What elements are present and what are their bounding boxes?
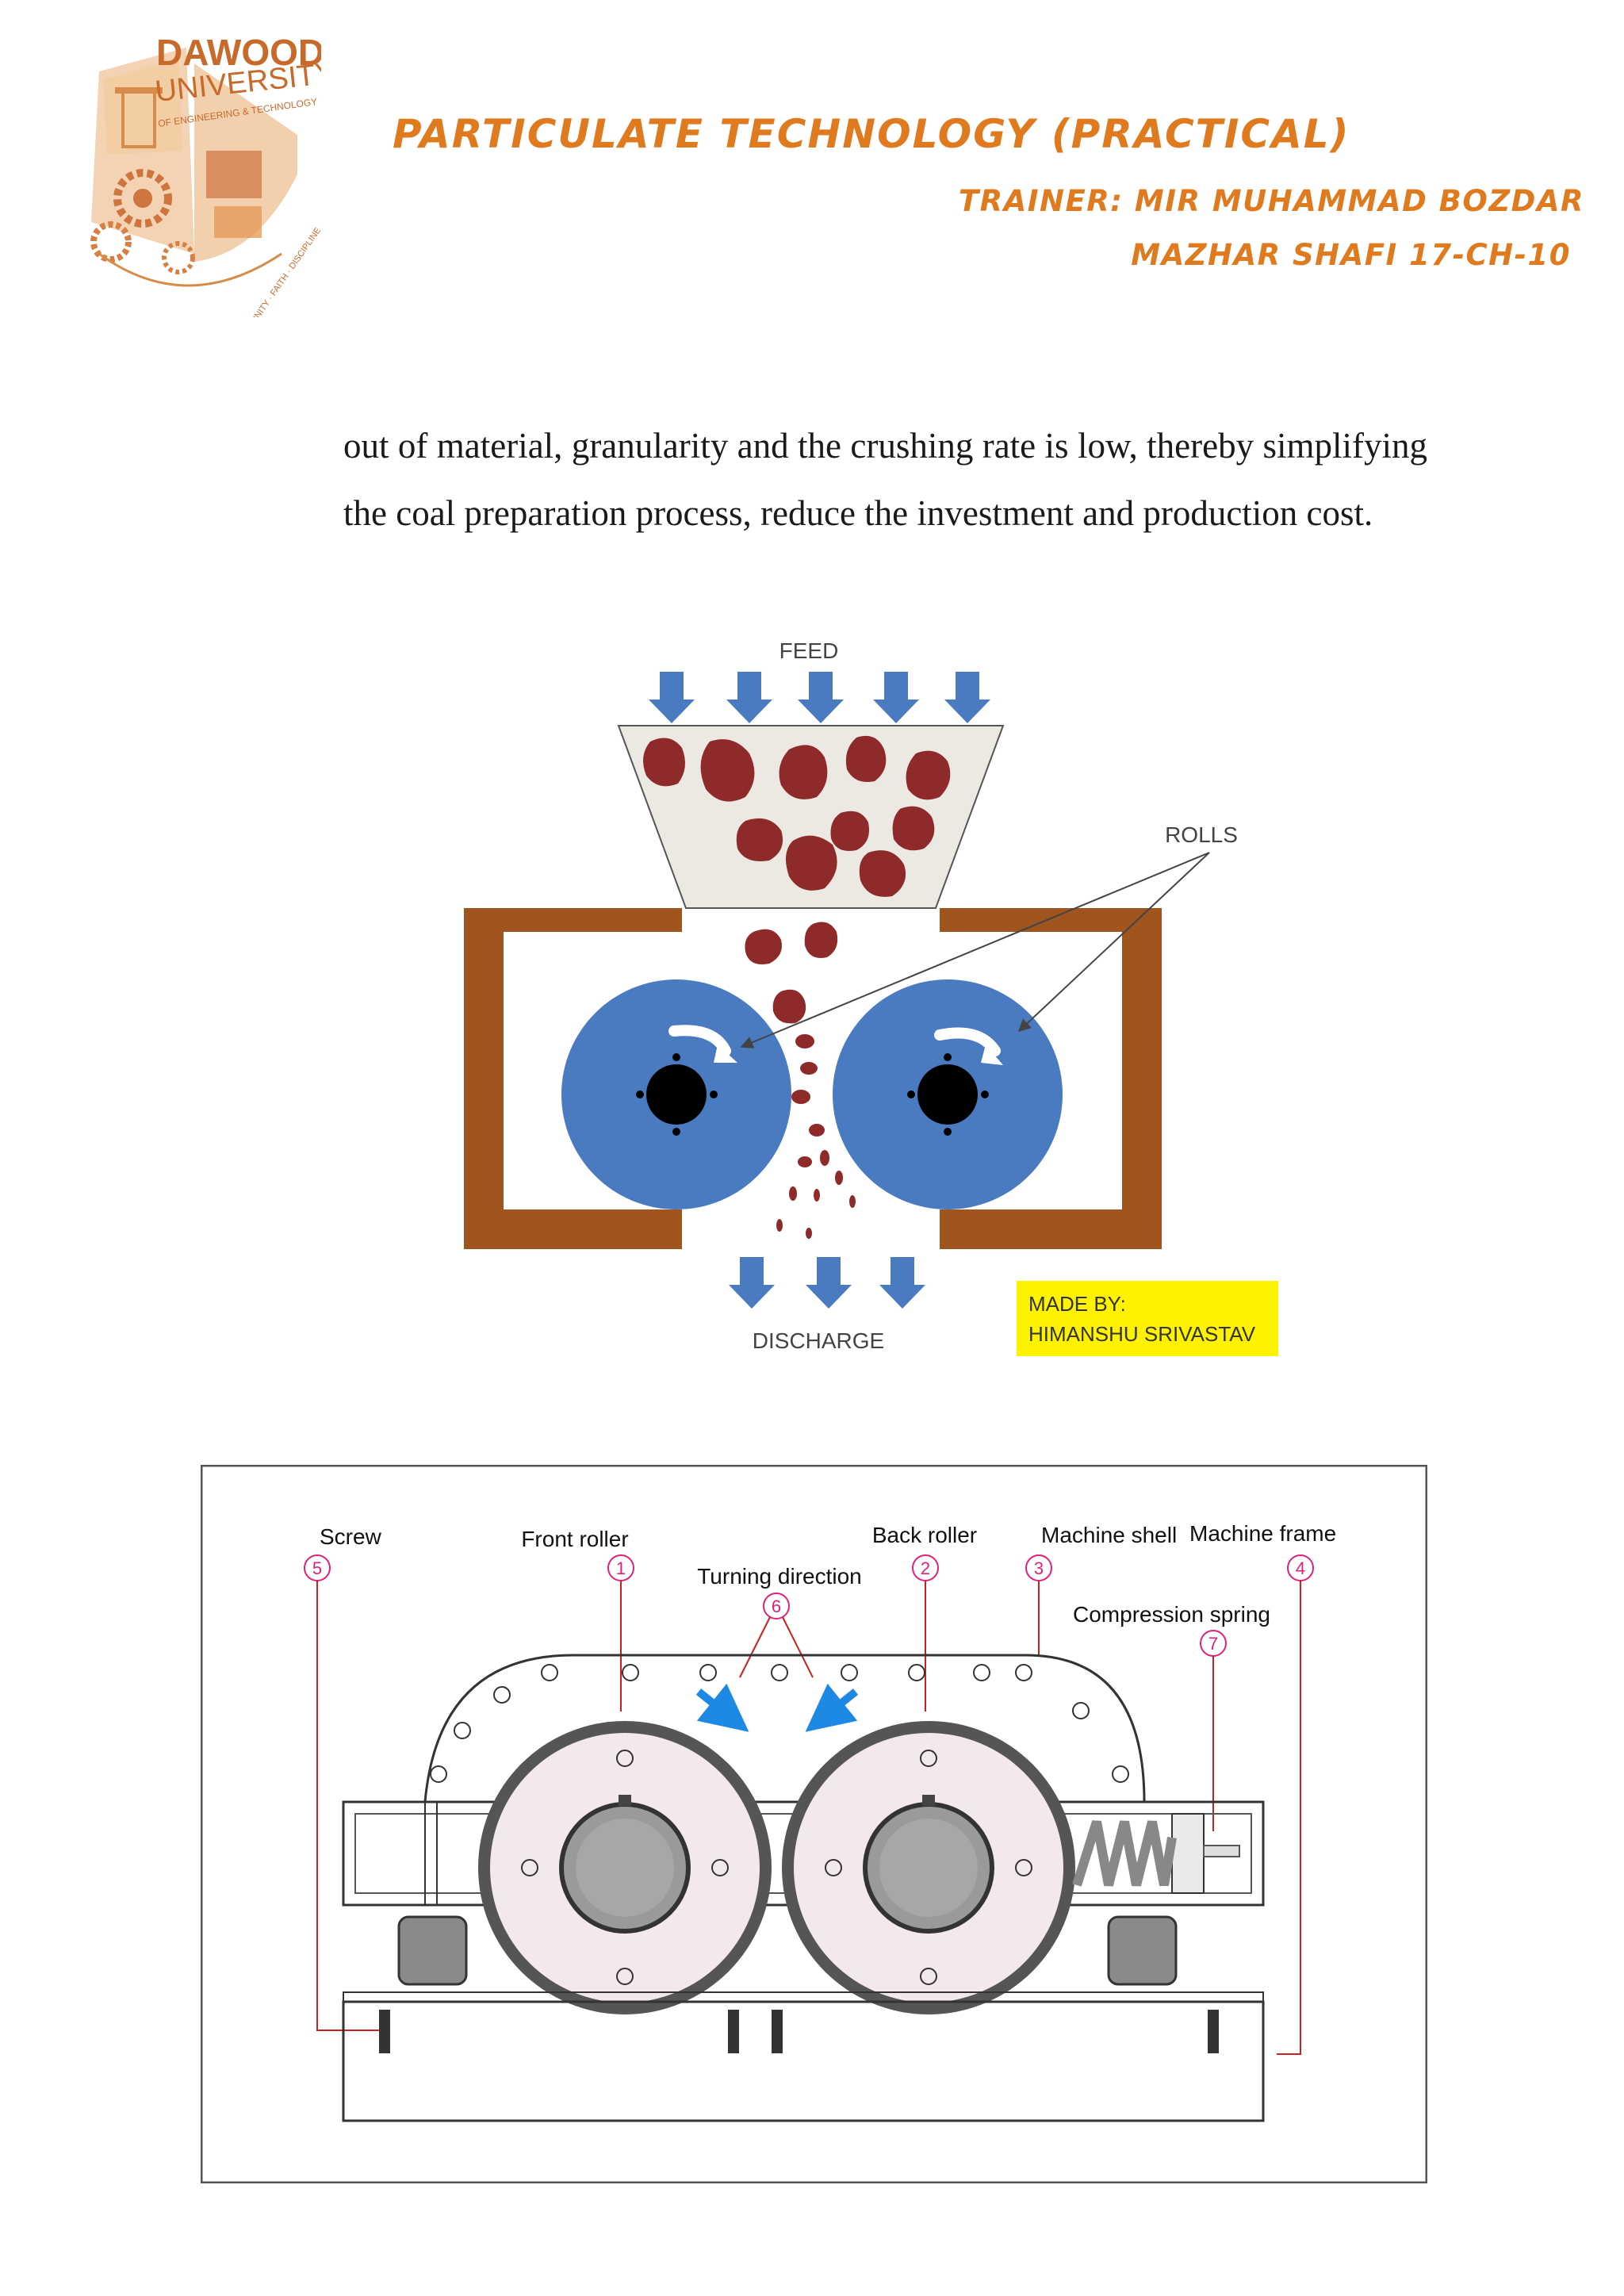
feed-arrow-icon — [798, 672, 844, 723]
label-screw: Screw — [320, 1524, 382, 1549]
roller-crusher-parts-diagram: Screw Front roller Turning direction Bac… — [201, 1465, 1427, 2183]
feed-arrow-icon — [726, 672, 772, 723]
discharge-arrows — [729, 1257, 925, 1309]
number-compression-spring: 7 — [1208, 1634, 1218, 1654]
discharge-arrow-icon — [879, 1257, 925, 1309]
body-paragraph: out of material, granularity and the cru… — [343, 426, 1427, 533]
number-turning-direction: 6 — [772, 1596, 781, 1616]
compression-spring — [1072, 1813, 1240, 1894]
discharge-label: DISCHARGE — [753, 1328, 884, 1353]
label-machine-shell: Machine shell — [1041, 1523, 1177, 1547]
feed-material — [643, 735, 951, 897]
frame-right — [940, 908, 1162, 1249]
base-frame — [342, 2000, 1265, 2122]
discharge-arrow-icon — [806, 1257, 852, 1309]
number-back-roller: 2 — [921, 1558, 930, 1578]
label-machine-frame: Machine frame — [1189, 1521, 1336, 1546]
trainer-line: TRAINER: MIR MUHAMMAD BOZDAR — [958, 184, 1584, 218]
feed-arrow-icon — [873, 672, 919, 723]
falling-material — [745, 922, 856, 1239]
label-front-roller: Front roller — [521, 1527, 628, 1551]
page-title: PARTICULATE TECHNOLOGY (PRACTICAL) — [393, 111, 1350, 157]
turning-arrow-icon — [805, 1683, 859, 1732]
feed-label: FEED — [779, 638, 839, 663]
right-roll — [833, 979, 1063, 1209]
credit-box — [1017, 1281, 1278, 1356]
back-roller — [782, 1721, 1075, 2014]
feed-arrow-icon — [944, 672, 990, 723]
rolls-pointer — [1017, 852, 1210, 1033]
discharge-arrow-icon — [729, 1257, 775, 1309]
logo-motto: UNITY · FAITH · DISCIPLINE — [250, 226, 321, 317]
shell-bolts — [430, 1664, 1129, 1783]
left-roll — [561, 979, 791, 1209]
number-machine-frame: 4 — [1296, 1558, 1305, 1578]
rolls-pointer — [740, 852, 1210, 1048]
frame-left — [464, 908, 682, 1249]
anchor-screws — [379, 2010, 1219, 2053]
turning-arrow-icon — [695, 1683, 749, 1732]
credit-line1: MADE BY: — [1028, 1292, 1126, 1316]
number-front-roller: 1 — [616, 1558, 626, 1578]
label-turning-direction: Turning direction — [697, 1564, 862, 1589]
bearing-block-right — [1107, 1915, 1178, 1986]
university-logo: DAWOOD UNIVERSITY OF ENGINEERING & TECHN… — [90, 32, 321, 317]
front-roller — [478, 1721, 772, 2014]
feed-arrow-icon — [649, 672, 695, 723]
rotation-arrow-icon — [668, 1025, 731, 1056]
number-screw: 5 — [312, 1558, 322, 1578]
bearing-block-left — [397, 1915, 468, 1986]
rolls-label: ROLLS — [1165, 822, 1238, 847]
label-compression-spring: Compression spring — [1073, 1602, 1270, 1627]
author-line: MAZHAR SHAFI 17-CH-10 — [1131, 238, 1571, 272]
machine-shell — [423, 1654, 1146, 1803]
number-machine-shell: 3 — [1034, 1558, 1044, 1578]
roll-crusher-schematic: FEED — [464, 638, 1278, 1356]
rotation-arrow-icon — [934, 1027, 1001, 1056]
credit-line2: HIMANSHU SRIVASTAV — [1028, 1322, 1256, 1346]
leader-lines — [316, 1581, 1301, 2055]
feed-arrows — [649, 672, 990, 723]
label-back-roller: Back roller — [872, 1523, 977, 1547]
logo-name: DAWOOD — [156, 32, 321, 73]
